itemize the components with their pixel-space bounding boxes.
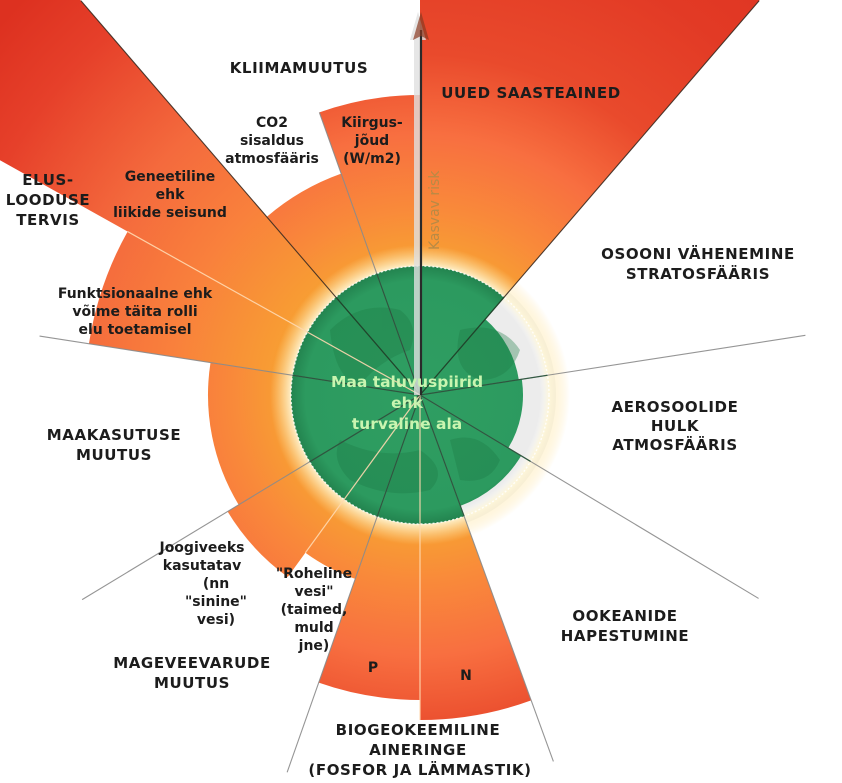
safe-zone-aerosols xyxy=(420,379,523,449)
land-category-label-1: MAAKASUTUSE xyxy=(47,426,181,444)
aerosols-category-label-2: HULK xyxy=(651,417,700,435)
phosphorus-label: P xyxy=(368,660,378,676)
genetic-label-3: liikide seisund xyxy=(113,205,227,221)
divider-line xyxy=(304,394,421,554)
safe-zone-main xyxy=(290,266,505,524)
divider-line-inner xyxy=(419,394,531,462)
green-water-label-5: jne) xyxy=(298,638,330,654)
land-category-label-2: MUUTUS xyxy=(76,446,152,464)
blue-water-label-2: kasutatav xyxy=(163,558,241,574)
center-label-line-1: Maa taluvuspiirid xyxy=(331,373,483,391)
blue-water-label-1: Joogiveeks xyxy=(158,540,244,556)
divider-line-inner xyxy=(419,374,548,396)
risk-axis-label: Kasvav risk xyxy=(427,170,443,250)
freshwater-category-label-2: MUUTUS xyxy=(154,674,230,692)
center-label-line-2: ehk xyxy=(391,394,424,412)
safe-zone-ozone xyxy=(420,319,519,395)
aerosols-category-label-1: AEROSOOLIDE xyxy=(612,398,739,416)
safe-zone xyxy=(290,266,523,524)
blue-water-label-3: (nn xyxy=(203,576,229,592)
center-label-line-3: turvaline ala xyxy=(352,415,462,433)
nitrogen-label: N xyxy=(460,668,472,684)
co2-label-1: CO2 xyxy=(256,115,288,131)
category-labels: KLIIMAMUUTUS UUED SAASTEAINED OSOONI VÄH… xyxy=(6,59,795,779)
divider-line xyxy=(127,231,421,396)
divider-line-inner xyxy=(335,296,421,396)
radiative-forcing-label-2: jõud xyxy=(354,133,389,149)
blue-water-label-5: vesi) xyxy=(197,612,235,628)
functional-label-3: elu toetamisel xyxy=(78,322,191,338)
risk-arrow-head xyxy=(413,12,429,40)
radiative-forcing-label-1: Kiirgus- xyxy=(341,115,403,131)
climate-category-label: KLIIMAMUUTUS xyxy=(230,59,369,77)
sub-labels: CO2 sisaldus atmosfääris Kiirgus- jõud (… xyxy=(58,115,472,684)
genetic-label-2: ehk xyxy=(156,187,185,203)
ozone-category-label-1: OSOONI VÄHENEMINE xyxy=(601,244,795,263)
green-water-label-1: "Roheline xyxy=(276,566,352,582)
divider-line-inner xyxy=(309,394,421,463)
blue-water-label-4: "sinine" xyxy=(185,594,247,610)
safe-zone-ocean xyxy=(420,395,522,506)
divider-lines xyxy=(39,0,806,773)
risk-arrow: Kasvav risk xyxy=(410,12,443,395)
green-water-label-3: (taimed, xyxy=(281,602,348,618)
functional-label-1: Funktsionaalne ehk xyxy=(58,286,213,302)
green-water-label-4: muld xyxy=(294,620,333,636)
biosphere-category-label-1: ELUS- xyxy=(22,171,73,189)
functional-label-2: võime täita rolli xyxy=(72,304,197,320)
center-label: Maa taluvuspiirid ehk turvaline ala xyxy=(331,373,483,433)
biogeochemical-category-label-2: AINERINGE xyxy=(369,741,467,759)
radiative-forcing-label-3: (W/m2) xyxy=(343,151,401,167)
ocean-category-label-1: OOKEANIDE xyxy=(572,607,677,625)
divider-line-inner xyxy=(419,296,505,396)
globe-continents xyxy=(330,307,520,494)
genetic-label-1: Geneetiline xyxy=(125,169,216,185)
biogeochemical-category-label-3: (FOSFOR JA LÄMMASTIK) xyxy=(308,760,531,779)
divider-line-inner xyxy=(419,394,465,517)
divider-line-inner xyxy=(376,273,421,396)
ozone-category-label-2: STRATOSFÄÄRIS xyxy=(626,264,770,283)
co2-label-3: atmosfääris xyxy=(225,151,319,167)
novel-entities-category-label: UUED SAASTEAINED xyxy=(441,84,621,102)
divider-line-inner xyxy=(376,394,421,517)
boundary-circle xyxy=(290,265,550,525)
green-water-label-2: vesi" xyxy=(294,584,333,600)
aerosols-category-label-3: ATMOSFÄÄRIS xyxy=(612,435,737,454)
co2-label-2: sisaldus xyxy=(240,133,304,149)
biosphere-category-label-3: TERVIS xyxy=(16,211,80,229)
freshwater-category-label-1: MAGEVEEVARUDE xyxy=(113,654,271,672)
biogeochemical-category-label-1: BIOGEOKEEMILINE xyxy=(336,721,501,739)
divider-line-inner xyxy=(292,374,421,396)
ocean-category-label-2: HAPESTUMINE xyxy=(561,627,690,645)
biosphere-category-label-2: LOODUSE xyxy=(6,191,90,209)
